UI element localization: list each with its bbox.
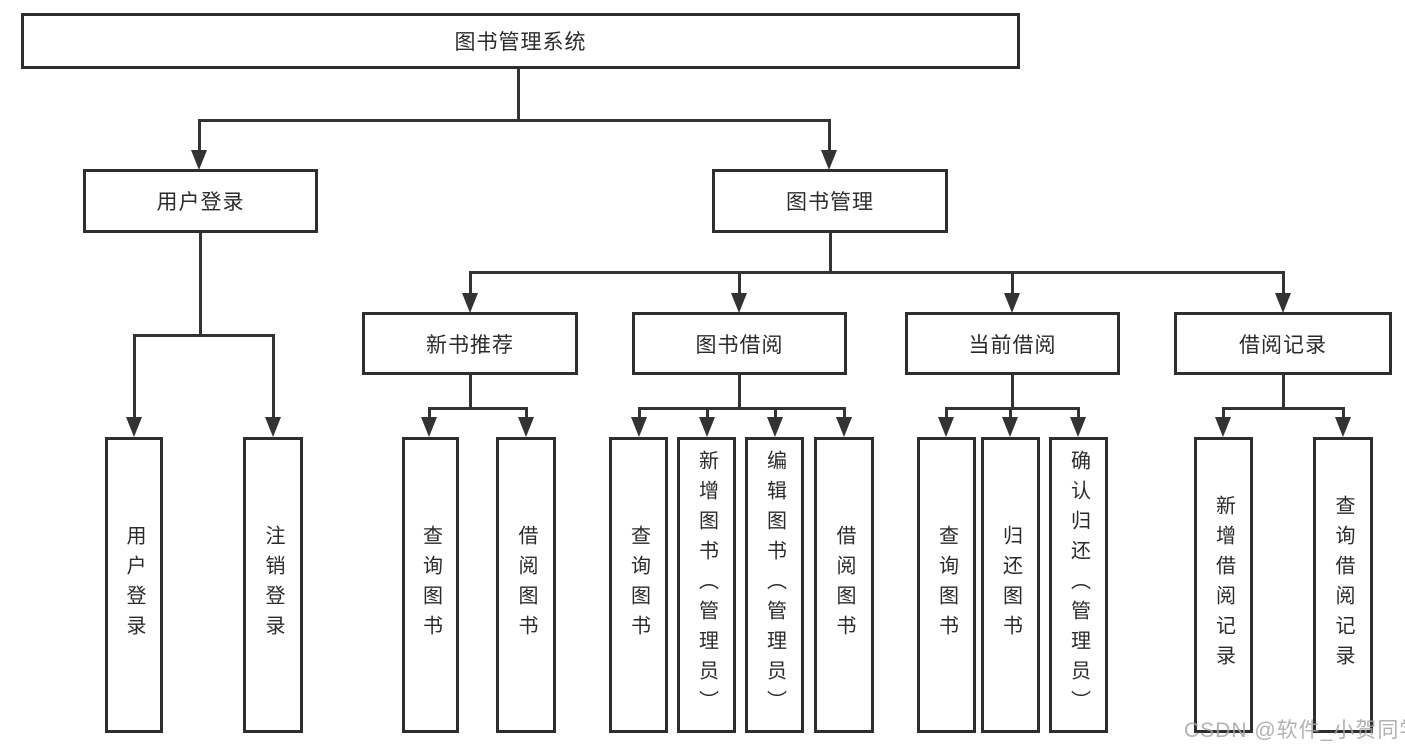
connector-root-stem xyxy=(517,69,520,121)
arrowhead-leaf xyxy=(699,417,715,437)
connector-drop-user-login xyxy=(198,119,201,152)
leaf-borrow-books-recommend: 借阅图书 xyxy=(496,437,556,733)
connector-drop-current-borrow xyxy=(1011,271,1014,295)
arrowhead-leaf xyxy=(1070,417,1086,437)
arrowhead-leaf xyxy=(1335,417,1351,437)
connector-drop-book-borrow xyxy=(738,271,741,295)
node-user-login: 用户登录 xyxy=(83,169,318,233)
leaf-return-books: 归还图书 xyxy=(981,437,1040,733)
connector-root-bar xyxy=(198,119,831,122)
connector-drop-leaf xyxy=(843,407,846,419)
leaf-query-books-borrowing: 查询图书 xyxy=(609,437,668,733)
node-label: 当前借阅 xyxy=(968,333,1057,357)
connector-new-books-stem xyxy=(469,375,472,409)
arrowhead-leaf xyxy=(631,417,647,437)
connector-drop-leaf xyxy=(706,407,709,419)
arrowhead-leaf xyxy=(518,417,534,437)
connector-book-mgmt-stem xyxy=(829,233,832,273)
node-current-borrowing: 当前借阅 xyxy=(905,312,1120,375)
connector-drop-logout-leaf xyxy=(272,334,275,419)
connector-drop-new-books xyxy=(469,271,472,295)
connector-current-borrow-stem xyxy=(1011,375,1014,409)
node-book-borrowing: 图书借阅 xyxy=(632,312,847,375)
arrowhead-logout-leaf xyxy=(265,417,281,437)
arrowhead-leaf xyxy=(421,417,437,437)
leaf-label: 查询图书 xyxy=(627,525,650,645)
connector-drop-borrow-records xyxy=(1282,271,1285,295)
arrowhead-book-mgmt xyxy=(821,150,837,170)
connector-user-login-bar xyxy=(133,334,275,337)
connector-borrow-records-bar xyxy=(1222,407,1345,410)
node-label: 图书管理 xyxy=(786,191,874,214)
leaf-label: 借阅图书 xyxy=(515,525,537,645)
connector-user-login-stem xyxy=(199,233,202,336)
connector-borrow-records-stem xyxy=(1282,375,1285,409)
leaf-label: 查询图书 xyxy=(419,525,442,645)
connector-book-borrow-stem xyxy=(738,375,741,409)
arrowhead-leaf xyxy=(767,417,783,437)
leaf-confirm-return-admin: 确认归还（管理员） xyxy=(1049,437,1108,733)
leaf-label: 借阅图书 xyxy=(833,525,855,645)
node-label: 借阅记录 xyxy=(1239,333,1327,357)
leaf-query-borrow-record: 查询借阅记录 xyxy=(1313,437,1373,733)
node-label: 用户登录 xyxy=(156,191,245,214)
node-label: 图书借阅 xyxy=(695,333,784,357)
connector-drop-leaf xyxy=(1009,407,1012,419)
node-new-book-recommend: 新书推荐 xyxy=(362,312,578,375)
leaf-edit-books-admin: 编辑图书（管理员） xyxy=(745,437,804,733)
arrowhead-new-books xyxy=(462,293,478,313)
connector-new-books-bar xyxy=(428,407,528,410)
connector-drop-leaf xyxy=(1077,407,1080,419)
leaf-label: 新增图书（管理员） xyxy=(695,450,718,720)
connector-drop-leaf xyxy=(1342,407,1345,419)
arrowhead-login-leaf xyxy=(126,417,142,437)
arrowhead-current-borrow xyxy=(1004,293,1020,313)
csdn-watermark: CSDN @软件_小贺同学 xyxy=(1184,719,1405,742)
arrowhead-leaf xyxy=(1002,417,1018,437)
node-book-management: 图书管理 xyxy=(712,169,948,233)
leaf-label: 确认归还（管理员） xyxy=(1067,450,1090,720)
leaf-user-login: 用户登录 xyxy=(105,437,163,733)
arrowhead-borrow-records xyxy=(1275,293,1291,313)
connector-drop-leaf xyxy=(1222,407,1225,419)
connector-book-borrow-bar xyxy=(638,407,846,410)
arrowhead-book-borrow xyxy=(731,293,747,313)
arrowhead-leaf xyxy=(938,417,954,437)
leaf-label: 新增借阅记录 xyxy=(1212,495,1235,675)
leaf-query-books-current: 查询图书 xyxy=(917,437,976,733)
leaf-label: 查询借阅记录 xyxy=(1332,495,1354,675)
leaf-borrow-books: 借阅图书 xyxy=(814,437,874,733)
connector-drop-login-leaf xyxy=(133,334,136,419)
leaf-logout: 注销登录 xyxy=(243,437,303,733)
node-library-management-system: 图书管理系统 xyxy=(21,13,1020,69)
arrowhead-leaf xyxy=(1215,417,1231,437)
arrowhead-leaf xyxy=(836,417,852,437)
connector-drop-leaf xyxy=(428,407,431,419)
leaf-query-books-recommend: 查询图书 xyxy=(402,437,459,733)
connector-book-mgmt-bar xyxy=(469,271,1285,274)
node-borrowing-records: 借阅记录 xyxy=(1174,312,1392,375)
connector-drop-leaf xyxy=(774,407,777,419)
leaf-label: 编辑图书（管理员） xyxy=(763,450,786,720)
node-label: 新书推荐 xyxy=(426,333,514,357)
leaf-label: 归还图书 xyxy=(999,525,1022,645)
connector-drop-leaf xyxy=(525,407,528,419)
leaf-label: 注销登录 xyxy=(262,525,284,645)
connector-drop-leaf xyxy=(638,407,641,419)
connector-current-borrow-bar xyxy=(945,407,1080,410)
leaf-label: 用户登录 xyxy=(123,525,145,645)
connector-drop-leaf xyxy=(945,407,948,419)
leaf-add-borrow-record: 新增借阅记录 xyxy=(1194,437,1253,733)
node-label: 图书管理系统 xyxy=(454,31,587,54)
leaf-add-books-admin: 新增图书（管理员） xyxy=(677,437,736,733)
arrowhead-user-login xyxy=(191,150,207,170)
connector-drop-book-mgmt xyxy=(828,119,831,152)
leaf-label: 查询图书 xyxy=(935,525,958,645)
